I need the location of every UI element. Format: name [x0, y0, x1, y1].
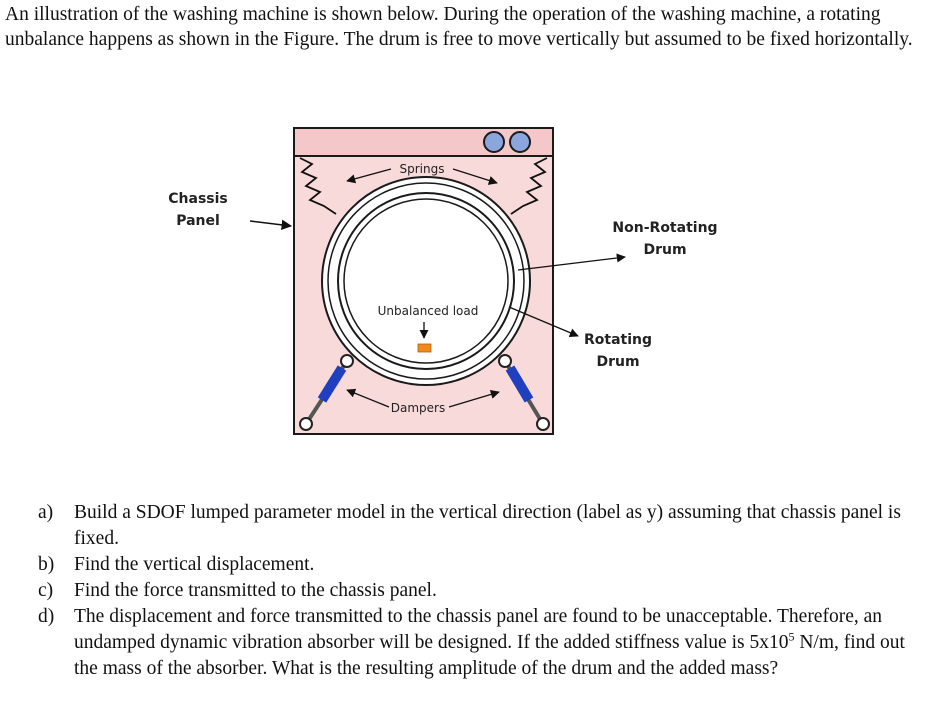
non-rotating-arrow	[517, 253, 626, 271]
unbalanced-load-label: Unbalanced load	[378, 304, 479, 318]
right-spring	[510, 157, 548, 215]
rotating-drum	[337, 192, 515, 370]
springs-label: Springs	[400, 162, 445, 176]
control-knob-right	[509, 131, 531, 153]
rotating-label-line2: Drum	[596, 354, 639, 370]
question-list: a) Build a SDOF lumped parameter model i…	[38, 500, 918, 682]
right-damper	[498, 354, 550, 431]
dampers-arrow-right	[448, 389, 500, 408]
problem-intro: An illustration of the washing machine i…	[5, 4, 913, 50]
chassis-label-line2: Panel	[176, 213, 220, 229]
question-marker: d)	[38, 606, 55, 627]
chassis-arrow	[249, 219, 293, 231]
rotating-label-line1: Rotating	[584, 332, 652, 348]
non-rotating-drum-inner-ring	[327, 182, 525, 380]
rotating-arrow	[508, 306, 579, 338]
question-d: d) The displacement and force transmitte…	[38, 604, 918, 682]
question-b: b) Find the vertical displacement.	[38, 552, 918, 578]
question-text: Build a SDOF lumped parameter model in t…	[74, 502, 901, 549]
question-text-after: N/m, find out the mass of the absorber. …	[74, 632, 905, 679]
springs-arrow-left	[346, 168, 392, 184]
non-rotating-label-line2: Drum	[643, 242, 686, 258]
question-text: Find the force transmitted to the chassi…	[74, 580, 437, 601]
question-marker: a)	[38, 502, 54, 523]
question-text-before: The displacement and force transmitted t…	[74, 606, 883, 653]
question-marker: b)	[38, 554, 55, 575]
question-c: c) Find the force transmitted to the cha…	[38, 578, 918, 604]
left-damper	[299, 354, 354, 431]
dampers-label: Dampers	[391, 401, 445, 415]
control-knob-left	[483, 131, 505, 153]
question-text: Find the vertical displacement.	[74, 554, 315, 575]
unbalanced-load-mass	[417, 343, 432, 353]
question-marker: c)	[38, 580, 54, 601]
question-a: a) Build a SDOF lumped parameter model i…	[38, 500, 918, 552]
stiffness-exponent: 5	[788, 629, 795, 644]
non-rotating-label-line1: Non-Rotating	[612, 220, 717, 236]
dampers-arrow-left	[346, 388, 390, 408]
springs-arrow-right	[452, 168, 498, 185]
left-spring	[299, 157, 337, 215]
rotating-drum-inner-ring	[343, 198, 509, 364]
chassis-label-line1: Chassis	[168, 191, 228, 207]
